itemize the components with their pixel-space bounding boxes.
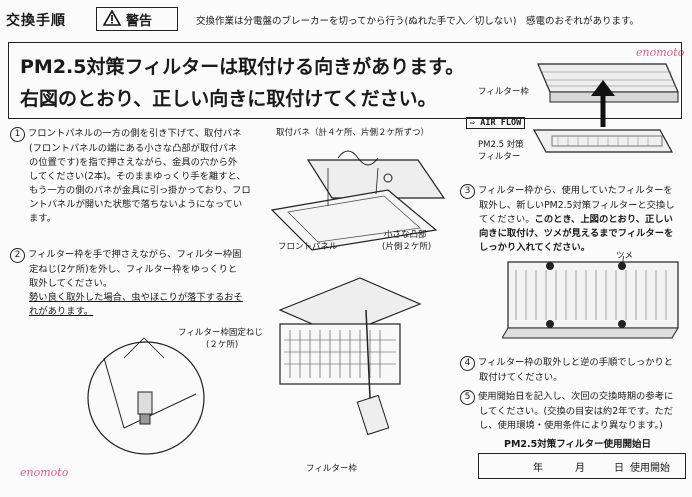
label-pm-filter-l1: PM2.5 対策 (478, 140, 524, 150)
warning-label: 警告 (126, 14, 153, 29)
step1-line-6: ます。 (29, 213, 56, 224)
step2-line-2: 取外してください。 (29, 278, 113, 289)
headline-box (8, 42, 682, 119)
date-title: PM2.5対策フィルター使用開始日 (504, 439, 652, 450)
label-screw-l1: フィルター枠固定ねじ (178, 328, 263, 338)
step1-line-3: してください(2本)。そのままゆっくり手を離すと、 (29, 171, 246, 182)
step5-number: 5 (460, 390, 475, 405)
step3-number: 3 (460, 184, 475, 199)
label-pm-filter-l2: フィルター (478, 152, 521, 162)
filter-orientation-diagram (532, 63, 679, 153)
step1-line-2: の位置です)を指で押さえながら、金具の穴から外 (29, 157, 238, 168)
step1-line-4: もう一方の側のバネが金具に引っ掛かっており、フロ (29, 185, 251, 196)
step3-line-1: 取外し、新しいPM2.5対策フィルターと交換し (479, 200, 675, 211)
step4-line-1: 取付けてください。 (479, 372, 563, 383)
step4-number: 4 (460, 356, 475, 371)
headline-line2: 右図のとおり、正しい向きに取付けてください。 (20, 88, 437, 110)
date-month: 月 (575, 463, 585, 474)
step2-zoom-circle (87, 337, 205, 455)
air-flow-label: ⇨ AIR FLOW (466, 117, 526, 129)
step1-number: 1 (10, 127, 25, 142)
warning-text: 交換作業は分電盤のブレーカーを切ってから行う(ぬれた手で入／切しない) 感電のお… (196, 16, 639, 27)
watermark-bottom: enomoto (20, 466, 69, 479)
label-spring: 取付バネ（計４ケ所、片側２ケ所ずつ） (276, 128, 430, 138)
step2-number: 2 (10, 248, 25, 263)
label-screw-l2: (２ケ所) (206, 340, 239, 350)
step2-line-0: フィルター枠を手で押さえながら、フィルター枠固 (28, 249, 242, 260)
label-bump-l2: (片側２ケ所) (382, 242, 432, 252)
step5-line-2: し、使用環境・使用条件により異なります。) (479, 420, 663, 431)
page-title: 交換手順 (6, 13, 66, 29)
step1-diagram (270, 150, 446, 251)
warning-box (96, 7, 178, 31)
label-front-panel: フロントパネル (278, 242, 338, 252)
step3-bold-1: 向きに取付け、ツメが見えるまでフィルターを (479, 228, 674, 239)
step2-line-1: 定ねじ(2ケ所)を外し、フィルター枠をゆっくりと (29, 264, 238, 275)
warning-icon (103, 10, 121, 26)
step3-bold-2: しっかり入れてください。 (479, 242, 591, 253)
step5-line-0: 使用開始日を記入し、次回の交換時期の参考に (478, 391, 674, 402)
step2-warn-0: 勢い良く取外した場合、虫やほこりが落下するおそ (29, 292, 243, 303)
step1-line-5: ントパネルが開いた状態で落ちないようになってい (29, 199, 243, 210)
step3-line-0: フィルター枠から、使用していたフィルターを (478, 185, 673, 196)
label-filter-frame: フィルター枠 (478, 87, 529, 97)
step3-bold-0: このとき、上図のとおり、正しい (534, 214, 673, 225)
date-day: 日 (614, 463, 624, 474)
label-tab: ツメ (616, 251, 634, 261)
air-flow-text: AIR FLOW (480, 118, 522, 128)
date-year: 年 (533, 463, 543, 474)
step3-line-2-wrap: てください。このとき、上図のとおり、正しい (460, 213, 688, 227)
label-frame-bottom: フィルター枠 (306, 464, 357, 474)
step4-line-0: フィルター枠の取外しと逆の手順でしっかりと (478, 357, 674, 368)
step1-line-0: フロントパネルの一方の側を引き下げて、取付パネ (28, 128, 242, 139)
date-box (478, 453, 686, 479)
step1-line-1: (フロントパネルの端にある小さな凸部が取付パネ (29, 143, 238, 154)
watermark-top: enomoto (636, 46, 685, 59)
step5-line-1: してください。(交換の目安は約2年です。ただ (479, 406, 673, 417)
headline-line1: PM2.5対策フィルターは取付ける向きがあります。 (20, 56, 465, 78)
step2-diagram (278, 277, 422, 436)
label-bump-l1: 小さな凸部 (384, 230, 427, 240)
date-start: 使用開始 (630, 463, 670, 474)
step2-warn-1: れがあります。 (29, 306, 94, 317)
step3-diagram (502, 256, 679, 339)
step3-line-2: てください。 (479, 214, 535, 225)
